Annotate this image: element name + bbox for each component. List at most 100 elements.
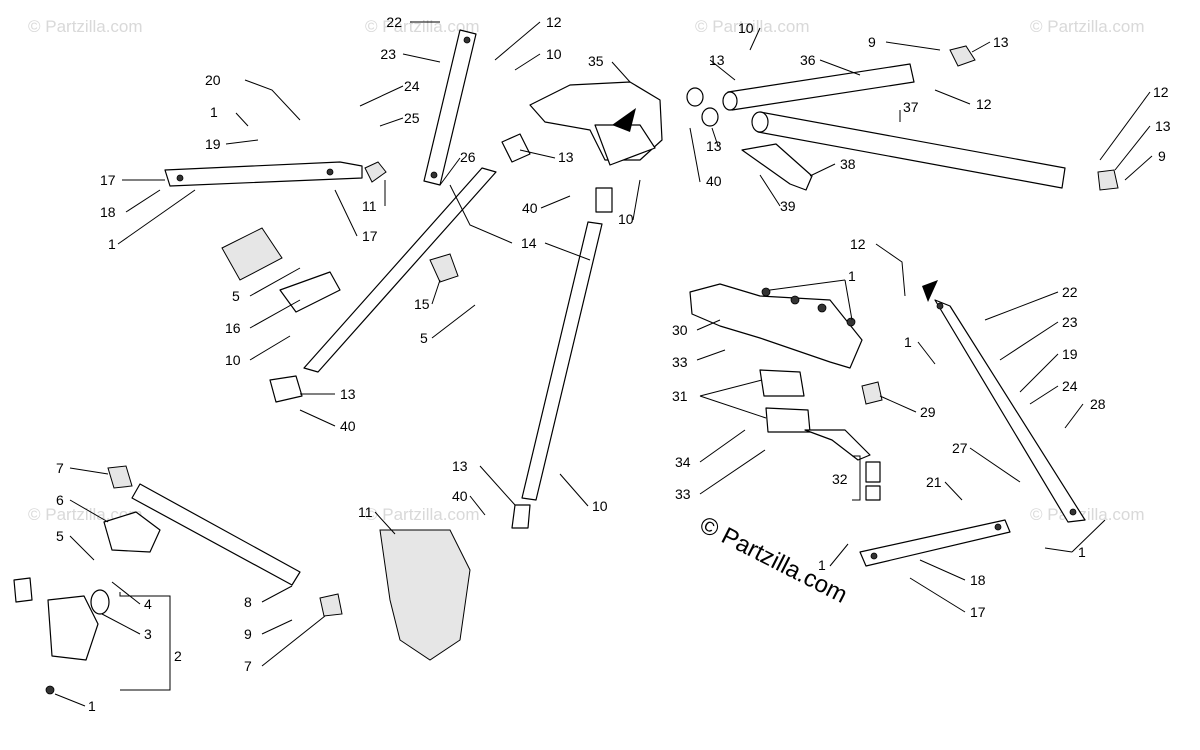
clip-13-column (511, 504, 531, 529)
callout-29: 29 (920, 404, 936, 420)
callout-11: 11 (362, 198, 377, 214)
callout-6: 6 (56, 492, 64, 508)
nut (761, 287, 771, 297)
leader-line (1019, 353, 1059, 393)
bolt (936, 302, 944, 310)
callout-13: 13 (558, 149, 574, 165)
leader-line (999, 321, 1059, 361)
callout-22: 22 (1062, 284, 1078, 300)
callout-13: 13 (452, 458, 468, 474)
leader-line (431, 279, 441, 305)
leader-line (479, 465, 516, 506)
callout-7: 7 (244, 658, 252, 674)
copyright-text: © Partzilla.com (695, 511, 851, 608)
callout-15: 15 (414, 296, 430, 312)
tube-14-diagonal (303, 167, 497, 373)
callout-17: 17 (970, 604, 986, 620)
clamp-7-top (107, 465, 133, 489)
nut (817, 303, 827, 313)
leader-line (709, 59, 736, 81)
callout-12: 12 (976, 96, 992, 112)
callout-36: 36 (800, 52, 816, 68)
callout-10: 10 (738, 20, 754, 36)
leader-line (879, 395, 917, 413)
callout-33: 33 (672, 354, 688, 370)
frame-30 (689, 283, 863, 369)
cap-32b (865, 485, 881, 501)
callout-24: 24 (1062, 378, 1078, 394)
bushing-13 (701, 107, 719, 127)
callout-24: 24 (404, 78, 420, 94)
leader-line (809, 163, 836, 177)
callout-13: 13 (993, 34, 1009, 50)
callout-13: 13 (1155, 118, 1171, 134)
bar-23-right (934, 299, 1086, 523)
callout-1: 1 (848, 268, 856, 284)
callout-9: 9 (244, 626, 252, 642)
boot-3 (90, 589, 110, 615)
callout-16: 16 (225, 320, 241, 336)
leader-line (544, 242, 591, 261)
leader-line (359, 85, 404, 107)
watermark: © Partzilla.com (365, 17, 480, 36)
leader-line (469, 495, 486, 516)
leader-line (69, 499, 109, 523)
leader-line (519, 149, 556, 159)
module (221, 227, 283, 281)
callout-31: 31 (672, 388, 688, 404)
leader-line (632, 179, 641, 221)
bolt (430, 171, 438, 179)
callout-27: 27 (952, 440, 968, 456)
watermark: © Partzilla.com (365, 505, 480, 524)
callout-10: 10 (618, 211, 634, 227)
callout-26: 26 (460, 149, 476, 165)
callout-5: 5 (56, 528, 64, 544)
callout-20: 20 (205, 72, 221, 88)
leader-line (759, 174, 781, 207)
leader-line (69, 535, 95, 561)
actuator-2 (47, 595, 99, 661)
leader-line (101, 613, 141, 635)
leader-line (249, 335, 291, 361)
switch-31 (759, 369, 805, 397)
leader-line (852, 455, 861, 501)
leader-line (917, 341, 936, 365)
callout-labels: 22 12 10 23 24 25 20 1 19 17 18 1 11 17 … (56, 14, 1171, 714)
callout-14: 14 (521, 235, 537, 251)
leader-line (244, 79, 301, 121)
callout-12: 12 (546, 14, 562, 30)
arrow-marker (612, 108, 636, 132)
bar-18-lower (859, 519, 1011, 567)
clip-13-lower (269, 375, 303, 403)
chassis-fragment (379, 529, 471, 661)
bracket-38 (741, 143, 813, 191)
leader-line (125, 189, 161, 213)
nut (790, 295, 800, 305)
callout-1: 1 (210, 104, 218, 120)
leader-line (1114, 125, 1151, 171)
leader-line (494, 21, 541, 61)
callout-9: 9 (868, 34, 876, 50)
leader-line (261, 585, 293, 603)
leader-line (379, 117, 404, 127)
leader-line (699, 449, 766, 495)
clip-40 (595, 187, 613, 213)
callout-22: 22 (386, 14, 402, 30)
clip-29 (861, 381, 883, 405)
callout-25: 25 (404, 110, 420, 126)
callout-3: 3 (144, 626, 152, 642)
callout-1: 1 (108, 236, 116, 252)
callout-19: 19 (205, 136, 221, 152)
clamp-11 (364, 161, 387, 183)
leader-line (225, 139, 259, 145)
leader-line (699, 429, 746, 463)
part-drawings (13, 29, 1119, 695)
callout-33: 33 (675, 486, 691, 502)
leader-line (611, 61, 631, 83)
leader-line (885, 41, 941, 51)
clamp-13-top (949, 45, 976, 67)
callout-10: 10 (546, 46, 562, 62)
callout-7: 7 (56, 460, 64, 476)
leader-line (969, 447, 1021, 483)
